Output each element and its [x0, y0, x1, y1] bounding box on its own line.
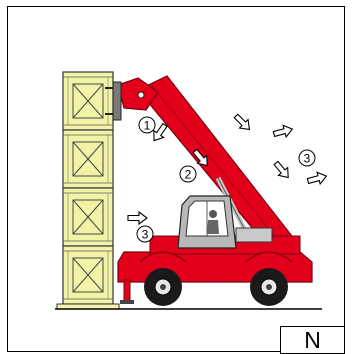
move-arrow	[231, 111, 255, 135]
svg-text:3: 3	[142, 228, 149, 242]
front-wheel	[144, 268, 182, 306]
rear-wheel	[250, 268, 288, 306]
move-arrow	[271, 122, 295, 141]
step-marker-1: 1	[138, 116, 156, 134]
telehandler-machine	[105, 75, 313, 306]
move-arrow	[127, 211, 148, 225]
move-arrow	[270, 158, 294, 182]
svg-text:3: 3	[304, 152, 311, 166]
svg-text:1: 1	[144, 119, 151, 133]
move-arrow	[305, 169, 329, 188]
step-marker-3-lower: 3	[136, 225, 154, 243]
crate-stack	[56, 71, 120, 310]
svg-text:2: 2	[185, 168, 192, 182]
figure-letter-badge: N	[280, 326, 345, 354]
step-marker-3-upper: 3	[298, 149, 316, 167]
step-marker-2: 2	[179, 165, 197, 183]
